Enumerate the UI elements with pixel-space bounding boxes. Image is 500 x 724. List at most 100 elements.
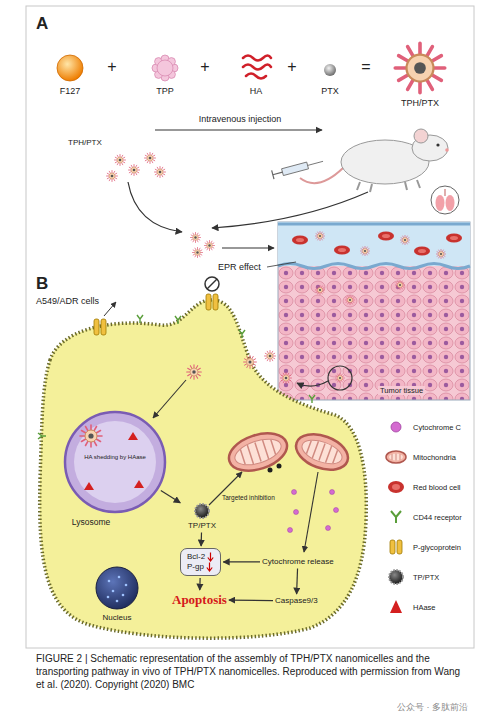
label-holder: 公众号 · 多肽前沿 [397,702,468,713]
label-holder: + [200,57,209,76]
label-holder: F127 [60,86,81,97]
node-label: HA shedding by HAase [83,454,147,461]
nucleus: Nucleus [95,566,139,610]
connector [223,561,260,562]
annotation: Targeted inhibition [222,494,275,502]
process-step: Cytochrome release [262,557,334,567]
legend-icon [384,567,408,587]
legend-row: CD44 receptor [384,502,462,532]
annotation: + [287,57,296,76]
tpp-sphere [152,55,178,81]
caption: FIGURE 2 | Schematic representation of t… [36,652,466,691]
connector [199,578,201,590]
connector [296,569,298,594]
legend-label: P-glycoprotein [413,543,461,552]
uptake-arrow [153,380,186,418]
legend-label: HAase [413,603,436,612]
annotation: + [200,57,209,76]
annotation: EPR effect [218,262,261,273]
annotation: = [361,57,370,76]
legend-row: Mitochondria [384,442,462,472]
p-glycoprotein [94,294,218,335]
lungs-inset [431,186,459,214]
legend-label: Cytochrome C [413,423,461,432]
annotation: TPH/PTX [401,98,439,109]
label-holder: PTX [321,86,339,97]
node-label: Nucleus [103,613,132,623]
tp-ptx-particles [268,464,282,473]
legend-row: Red blood cell [384,472,462,502]
f127-sphere [57,55,83,81]
mitochondrion [224,427,292,478]
lysosome-shape [63,410,167,514]
label-holder: Tumor tissue [378,386,425,395]
annotation: PTX [321,86,339,97]
label-holder: HA [250,86,263,97]
label-holder: + [107,57,116,76]
efflux-arrow [104,302,116,316]
lysosome: HA shedding by HAaseLysosome [63,410,167,514]
label-holder: + [287,57,296,76]
cell [40,300,367,638]
label-holder: EPR effect [218,262,261,273]
label-holder: Intravenous injection [199,114,282,125]
micelles-in-vessel [315,231,445,304]
legend-row: Cytochrome C [384,412,462,442]
node-label: TP/PTX [182,521,222,531]
tumor-tissue [278,222,470,400]
legend-label: CD44 receptor [413,513,462,522]
legend-label: TP/PTX [413,573,439,582]
annotation: TPP [156,86,174,97]
annotation: TPH/PTX [68,138,102,148]
legend-icon [384,597,408,617]
cytochrome-c [288,490,339,533]
epr-leader [267,262,296,267]
label-holder: TPP [156,86,174,97]
node-label: Bcl-2 [187,552,205,562]
nucleus-shape [95,566,139,610]
annotation: A549/ADR cells [36,296,99,307]
injection-arrow [155,130,322,131]
panel-letter: A [36,14,48,34]
node-label: P-gp [187,562,204,572]
panel-letter: B [36,274,48,294]
legend-row: TP/PTX [384,562,462,592]
tph-ptx-micelle [395,43,445,93]
mitochondrion [291,428,353,477]
particle: TP/PTX [182,502,222,531]
mouse [300,129,449,192]
legend-row: P-glycoprotein [384,532,462,562]
label-holder: TPH/PTX [68,138,102,148]
node-label: Cytochrome release [262,557,334,567]
connector [229,600,273,602]
cd44-receptors [38,315,315,439]
node-label: Apoptosis [172,592,227,608]
legend-icon [384,477,408,497]
annotation: F127 [60,86,81,97]
ptx-sphere [324,64,336,76]
label-holder: TPH/PTX [401,98,439,109]
legend-icon [384,447,408,467]
node-label: Caspase9/3 [275,596,318,606]
syringe [272,157,325,179]
ha-strands [243,56,271,79]
node-heading: Lysosome [72,517,110,527]
box-row: P-gp [187,562,214,572]
red-blood-cells [292,232,462,256]
particle-shape [193,502,211,520]
micelles-at-membrane [187,351,292,384]
micelle-cluster [107,153,166,182]
legend-label: Mitochondria [413,453,456,462]
legend-icon [384,537,408,557]
legend-row: HAase [384,592,462,622]
magnifier [297,366,352,390]
micelle-cluster [190,232,214,257]
label-holder: Targeted inhibition [222,494,275,502]
legend: Cytochrome C MitochondriaRed blood cellCD… [384,412,462,622]
annotation: HA [250,86,263,97]
annotation: Tumor tissue [378,386,425,395]
annotation: Intravenous injection [199,114,282,125]
